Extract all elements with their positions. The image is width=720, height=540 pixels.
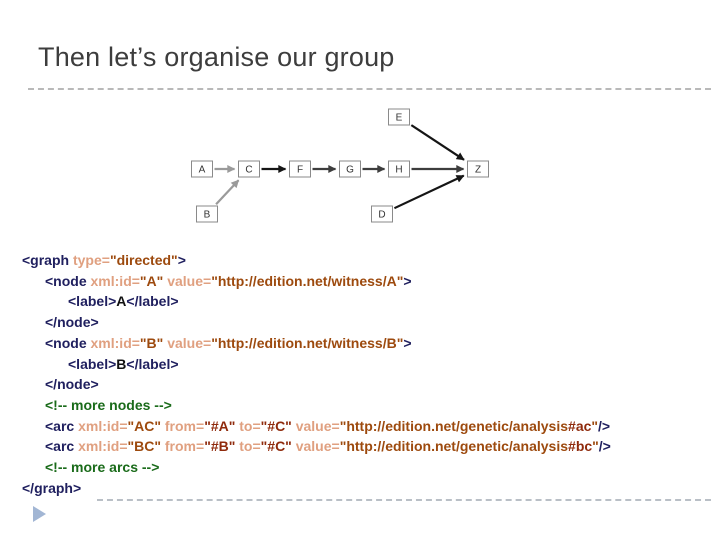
code-line: <graph type="directed"> [22, 250, 718, 271]
code-token-attr: to= [239, 417, 261, 434]
code-token-attr: value= [295, 438, 340, 455]
code-block: <graph type="directed"><node xml:id="A" … [22, 250, 718, 498]
code-token-val: "B" [139, 334, 168, 351]
graph-node-label-C: C [245, 165, 252, 176]
code-token-text: B [116, 355, 127, 372]
graph-node-box-F [289, 160, 311, 178]
graph-node-label-Z: Z [475, 165, 481, 176]
code-token-attr: value= [167, 334, 212, 351]
code-token-attr: type= [72, 252, 110, 268]
code-token-val: "AC" [127, 417, 165, 434]
graph-node-box-E [388, 108, 410, 126]
code-token-attr: from= [164, 417, 205, 434]
code-token-tag: <arc [45, 438, 79, 455]
code-token-hashval: #bc [568, 438, 593, 455]
code-line: <node xml:id="B" value="http://edition.n… [22, 333, 718, 354]
code-token-tag: <arc [45, 417, 79, 434]
code-line: <label>B</label> [22, 354, 718, 375]
code-token-val: "http://edition.net/witness/A" [211, 272, 404, 289]
graph-node-label-H: H [395, 165, 402, 176]
code-token-text: A [116, 293, 127, 310]
graph-edge-EZ [410, 124, 465, 161]
graph-node-label-D: D [378, 210, 385, 221]
code-line: </node> [22, 374, 718, 395]
code-token-attr: from= [164, 438, 205, 455]
code-token-val: " [592, 438, 599, 455]
code-token-val: "http://edition.net/genetic/analysis [339, 417, 569, 434]
code-token-val: " [591, 417, 599, 434]
graph-node-box-Z [467, 160, 489, 178]
code-token-tag: <label> [68, 293, 117, 310]
code-token-tag: /> [598, 438, 611, 455]
code-token-tag: > [403, 272, 412, 289]
code-token-val: "A" [139, 272, 168, 289]
code-token-val: "http://edition.net/genetic/analysis [339, 438, 569, 455]
slide-title: Then let’s organise our group [38, 42, 395, 72]
graph-edge-BC [215, 179, 240, 206]
graph-node-box-C [238, 160, 260, 178]
code-token-tag: /> [598, 417, 611, 434]
code-line: <arc xml:id="AC" from="#A" to="#C" value… [22, 416, 718, 437]
graph-node-label-E: E [396, 113, 403, 124]
code-token-attr: xml:id= [78, 438, 128, 455]
graph-edge-DZ [393, 174, 465, 210]
code-token-val: "BC" [127, 438, 165, 455]
code-token-attr: value= [295, 417, 340, 434]
code-line: <node xml:id="A" value="http://edition.n… [22, 271, 718, 292]
code-token-tag: </graph> [22, 479, 82, 496]
graph-node-label-B: B [204, 210, 211, 221]
code-token-tag: </label> [126, 355, 179, 372]
graph-node-label-A: A [199, 165, 206, 176]
graph-node-label-G: G [346, 165, 354, 176]
code-token-attr: xml:id= [90, 272, 140, 289]
graph-node-box-A [191, 160, 213, 178]
code-token-tag: <node [45, 272, 91, 289]
graph-node-box-B [196, 205, 218, 223]
graph-node-box-H [388, 160, 410, 178]
code-line: </node> [22, 312, 718, 333]
graph-node-box-D [371, 205, 393, 223]
graph-node-box-G [339, 160, 361, 178]
code-token-hashval: "#C" [260, 438, 296, 455]
code-token-tag: </node> [45, 376, 99, 393]
code-line: </graph> [22, 478, 718, 499]
graph-node-label-F: F [297, 165, 303, 176]
code-token-attr: value= [167, 272, 212, 289]
code-token-hashval: "#C" [260, 417, 296, 434]
code-token-hashval: "#B" [204, 438, 240, 455]
code-token-val: "http://edition.net/witness/B" [211, 334, 404, 351]
code-line: <arc xml:id="BC" from="#B" to="#C" value… [22, 436, 718, 457]
code-token-tag: > [403, 334, 412, 351]
code-token-hashval: "#A" [204, 417, 240, 434]
code-token-val: "directed" [109, 252, 178, 268]
code-token-attr: to= [239, 438, 261, 455]
code-token-comment: <!-- more nodes --> [45, 396, 172, 413]
code-token-attr: xml:id= [90, 334, 140, 351]
code-token-tag: > [177, 252, 186, 268]
code-line: <!-- more arcs --> [22, 457, 718, 478]
code-token-tag: <label> [68, 355, 117, 372]
code-token-tag: </node> [45, 314, 99, 331]
code-line: <label>A</label> [22, 291, 718, 312]
title-underline-dashed [28, 88, 711, 90]
code-token-tag: <graph [22, 252, 73, 268]
code-line: <!-- more nodes --> [22, 395, 718, 416]
code-token-tag: </label> [126, 293, 179, 310]
play-triangle-icon [33, 506, 46, 522]
bottom-border-dashed [97, 499, 711, 501]
code-token-tag: <node [45, 334, 91, 351]
code-token-hashval: #ac [568, 417, 592, 434]
code-token-attr: xml:id= [78, 417, 128, 434]
code-token-comment: <!-- more arcs --> [45, 459, 160, 476]
